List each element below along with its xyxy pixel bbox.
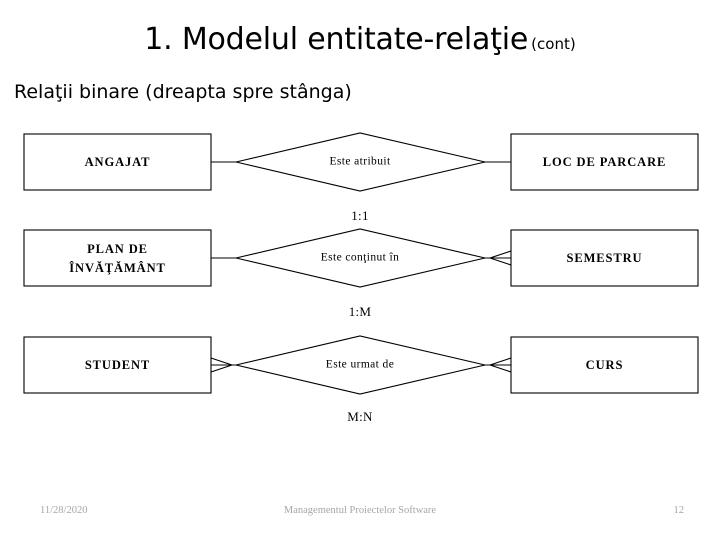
er-diagram: ANGAJAT Este atribuit LOC DE PARCARE 1:1 (0, 120, 720, 440)
entity-box-student[interactable] (23, 336, 212, 394)
relationship-diamond-este-continut-in[interactable] (235, 228, 486, 288)
footer-date: 11/28/2020 (40, 505, 88, 516)
entity-box-curs[interactable] (510, 336, 699, 394)
entity-label-angajat: ANGAJAT (85, 155, 151, 169)
relationship-label-este-atribuit: Este atribuit (329, 156, 390, 168)
crowfoot-left-3 (210, 357, 233, 373)
slide-footer: 11/28/2020 Managementul Proiectelor Soft… (0, 505, 720, 525)
entity-label-plan-de-invatamant-line2: ÎNVĂŢĂM​ÂNT (69, 261, 166, 275)
entity-box-angajat[interactable] (23, 133, 212, 191)
cardinality-label-2: 1:M (349, 304, 372, 319)
subtitle: Relaţii binare (dreapta spre stânga) (14, 81, 352, 103)
relationship-diamond-este-atribuit[interactable] (235, 132, 486, 192)
relationship-diamond-este-urmat-de[interactable] (235, 335, 486, 395)
er-relationship-row-2: PLAN DE ÎNVĂŢĂM​ÂNT Este conţinut în SEM… (23, 228, 699, 319)
relationship-label-este-urmat-de: Este urmat de (326, 359, 394, 371)
page-title: 1. Modelul entitate-relaţie(cont) (0, 22, 720, 57)
footer-page-number: 12 (673, 505, 685, 516)
footer-title: Managementul Proiectelor Software (283, 505, 437, 516)
relationship-label-este-continut-in: Este conţinut în (321, 252, 400, 264)
entity-label-student: STUDENT (85, 358, 150, 372)
entity-box-semestru[interactable] (510, 229, 699, 287)
crowfoot-right-3 (489, 357, 512, 373)
entity-label-curs: CURS (586, 358, 624, 372)
entity-label-semestru: SEMESTRU (567, 251, 643, 265)
crowfoot-right-2 (489, 250, 512, 266)
cardinality-label-3: M:N (347, 409, 373, 424)
entity-label-loc-de-parcare: LOC DE PARCARE (543, 155, 666, 169)
page-title-main: 1. Modelul entitate-relaţie (144, 22, 529, 57)
er-diagram-svg: ANGAJAT Este atribuit LOC DE PARCARE 1:1 (23, 132, 699, 424)
entity-box-plan-de-invatamant[interactable] (23, 229, 212, 287)
er-relationship-row-3: STUDENT Este urmat de CURS M:N (23, 335, 699, 424)
cardinality-label-1: 1:1 (351, 208, 369, 223)
page-title-suffix: (cont) (531, 35, 576, 53)
er-relationship-row-1: ANGAJAT Este atribuit LOC DE PARCARE 1:1 (23, 132, 699, 223)
entity-box-loc-de-parcare[interactable] (510, 133, 699, 191)
entity-label-plan-de-invatamant-line1: PLAN DE (87, 242, 148, 256)
